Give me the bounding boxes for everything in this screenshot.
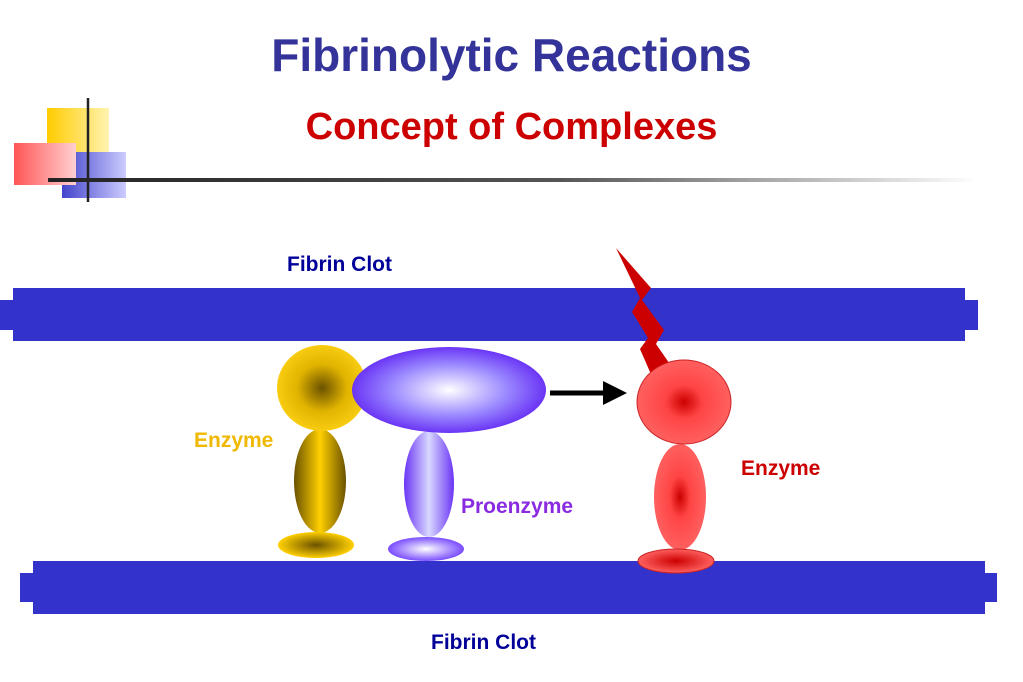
enzyme-gold-complex (277, 345, 367, 558)
fibrin-clot-bottom-label: Fibrin Clot (431, 631, 536, 654)
slide-subtitle: Concept of Complexes (305, 106, 718, 148)
enzyme-right-label: Enzyme (741, 457, 821, 480)
enzyme-red-active (636, 359, 732, 574)
fibrin-clot-top-bar (0, 288, 978, 341)
fibrin-clot-bottom-bar (20, 561, 997, 614)
enzyme-left-label: Enzyme (194, 429, 274, 452)
slide-title: Fibrinolytic Reactions (271, 29, 752, 81)
proenzyme-purple-complex (352, 347, 546, 561)
header-divider-line (48, 178, 978, 182)
activation-arrow (550, 381, 627, 405)
fibrin-clot-top-label: Fibrin Clot (287, 253, 392, 276)
proenzyme-label: Proenzyme (461, 495, 574, 518)
lightning-bolt-icon (616, 248, 674, 372)
